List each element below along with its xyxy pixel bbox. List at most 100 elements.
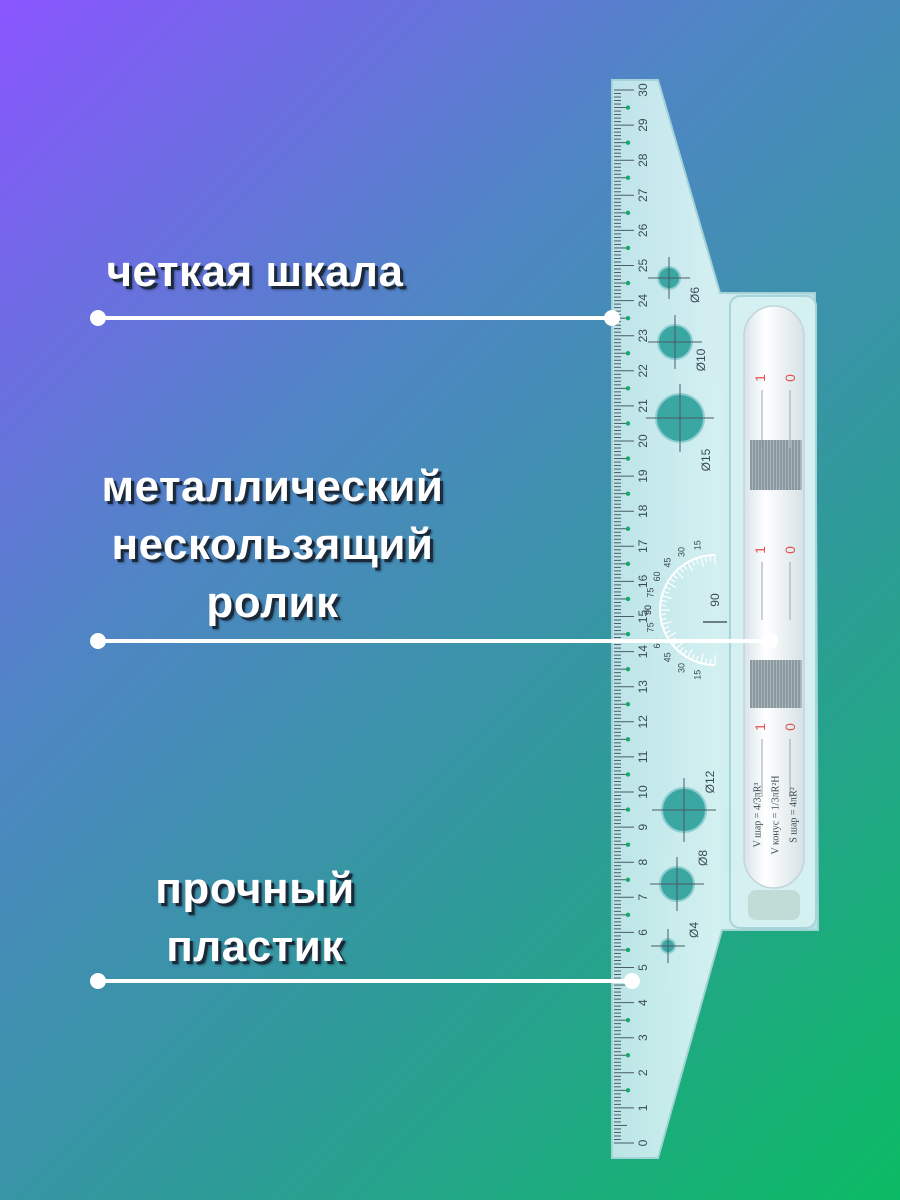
scale-dot <box>625 351 631 356</box>
protractor-center-label: 90 <box>708 593 722 607</box>
scale-dot <box>625 491 631 496</box>
protractor-label: 60 <box>652 571 662 581</box>
callout-dot-plastic-end <box>624 973 640 989</box>
scale-number: 9 <box>636 823 650 830</box>
scale-dot <box>625 737 631 742</box>
callout-label-plastic-line-2: пластик <box>166 922 344 971</box>
scale-dot <box>625 631 631 637</box>
scale-dot <box>625 877 631 882</box>
scale-number: 14 <box>636 645 650 659</box>
scale-number: 0 <box>636 1139 650 1146</box>
scale-number: 27 <box>636 188 650 202</box>
scale-number: 12 <box>636 715 650 729</box>
scale-number: 16 <box>636 574 650 588</box>
scale-dot <box>625 105 631 110</box>
roller-formula: V шар = 4/3πR³ <box>753 783 764 848</box>
scale-dot <box>625 1088 631 1093</box>
scale-dot <box>625 456 631 461</box>
scale-number: 6 <box>636 929 650 936</box>
scale-dot <box>625 245 631 251</box>
scale-number: 1 <box>636 1104 650 1111</box>
scale-dot <box>625 210 631 216</box>
scale-number: 10 <box>636 785 650 799</box>
scale-dot <box>625 912 631 918</box>
callout-label-roller-line-2: нескользящий <box>111 520 434 569</box>
callout-dot-scale-end <box>604 310 620 326</box>
scale-number: 25 <box>636 259 650 273</box>
protractor-label: 15 <box>693 540 703 550</box>
scale-number: 5 <box>636 964 650 971</box>
protractor-label: 30 <box>677 547 687 557</box>
hole-label: Ø6 <box>688 287 702 303</box>
hole-label: Ø4 <box>687 922 701 938</box>
callout-line-plastic <box>98 979 632 983</box>
scale-number: 7 <box>636 894 650 901</box>
scale-dot <box>625 666 631 672</box>
scale-dot <box>625 1053 631 1058</box>
protractor-label: 75 <box>645 622 655 632</box>
roller-mark: 0 <box>782 546 798 554</box>
scale-number: 23 <box>636 329 650 343</box>
protractor-label: 90 <box>643 605 653 615</box>
protractor-label: 45 <box>663 652 673 662</box>
scale-number: 15 <box>636 610 650 624</box>
protractor-label: 90 <box>643 605 653 615</box>
roller-mark: 1 <box>752 723 768 731</box>
hole-label: Ø15 <box>699 448 713 471</box>
callout-label-scale-line-1: четкая шкала <box>106 247 404 296</box>
scale-number: 22 <box>636 364 650 378</box>
scale-number: 13 <box>636 680 650 694</box>
roller-mark: 0 <box>782 723 798 731</box>
scale-dot <box>625 772 631 777</box>
hole-label: Ø12 <box>703 770 717 793</box>
scale-number: 28 <box>636 153 650 167</box>
hole-label: Ø8 <box>696 850 710 866</box>
scale-dot <box>625 315 631 321</box>
scale-number: 19 <box>636 469 650 483</box>
scale-dot <box>625 807 631 812</box>
scale-dot <box>625 526 631 531</box>
callout-label-roller-line-3: ролик <box>206 578 339 627</box>
scale-dot <box>625 386 631 391</box>
scale-dot <box>625 175 631 180</box>
scale-number: 21 <box>636 399 650 413</box>
scale-number: 18 <box>636 504 650 518</box>
scale-number: 30 <box>636 83 650 97</box>
scale-dot <box>625 947 631 953</box>
callout-line-scale <box>98 316 612 320</box>
callout-label-roller: металлический нескользящий ролик <box>80 458 465 632</box>
scale-dot <box>625 140 631 145</box>
roller-formula: V конус = 1/3πR²H <box>771 775 782 854</box>
scale-dot <box>625 702 631 707</box>
protractor-label: 30 <box>677 663 687 673</box>
hole-label: Ø10 <box>694 348 708 371</box>
callout-dot-roller-end <box>762 633 778 649</box>
roller-mark: 0 <box>782 374 798 382</box>
scale-number: 20 <box>636 434 650 448</box>
scale-dot <box>625 280 631 286</box>
scale-number: 24 <box>636 294 650 308</box>
callout-label-scale: четкая шкала <box>90 243 420 301</box>
scale-number: 2 <box>636 1069 650 1076</box>
scale-dot <box>625 421 631 426</box>
callout-label-plastic-line-1: прочный <box>155 864 355 913</box>
scale-number: 11 <box>636 750 650 763</box>
roller-band-top <box>750 440 802 490</box>
scale-dot <box>625 842 631 847</box>
roller-mark: 1 <box>752 374 768 382</box>
callout-label-roller-line-1: металлический <box>101 462 444 511</box>
scale-dot <box>625 596 631 602</box>
scale-dot <box>625 1017 631 1023</box>
callout-line-roller <box>98 639 770 643</box>
callout-dot-roller-start <box>90 633 106 649</box>
scale-number: 8 <box>636 859 650 866</box>
roller-band-bottom <box>750 660 802 708</box>
scale-number: 26 <box>636 223 650 237</box>
roller-formula: S шар = 4πR² <box>789 787 800 843</box>
scale-number: 17 <box>636 539 650 553</box>
protractor-label: 60 <box>652 638 662 648</box>
protractor-label: 45 <box>663 558 673 568</box>
scale-number: 3 <box>636 1034 650 1041</box>
roller-mark: 1 <box>752 546 768 554</box>
scale-number: 29 <box>636 118 650 132</box>
